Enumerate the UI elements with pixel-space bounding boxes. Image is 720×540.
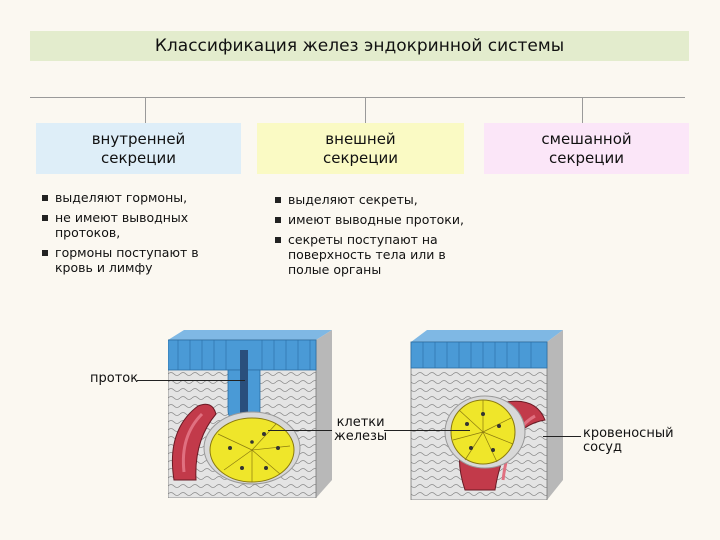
external-feature-list: выделяют секреты, имеют выводные протоки… xyxy=(273,192,473,282)
category-external-label: внешней секреции xyxy=(323,129,398,167)
gland-cells-pointer-left xyxy=(268,430,332,431)
connector-right xyxy=(582,97,583,123)
connector-horizontal xyxy=(30,97,685,98)
list-item: выделяют гормоны, xyxy=(40,190,235,205)
duct-label: проток xyxy=(90,371,139,386)
gland-cells-label: клетки железы xyxy=(334,415,388,444)
gland-cells-pointer-right xyxy=(384,430,470,431)
category-mixed-label: смешанной секреции xyxy=(541,129,632,167)
category-mixed: смешанной секреции xyxy=(484,123,689,174)
category-external: внешней секреции xyxy=(257,123,464,174)
diagram-title: Классификация желез эндокринной системы xyxy=(154,36,565,56)
endocrine-gland-illustration xyxy=(410,330,563,500)
list-item: не имеют выводных протоков, xyxy=(40,210,235,240)
list-item: выделяют секреты, xyxy=(273,192,473,207)
category-internal-label: внутренней секреции xyxy=(91,129,186,167)
category-internal: внутренней секреции xyxy=(36,123,241,174)
blood-vessel-label: кровеносный сосуд xyxy=(583,426,674,455)
blood-vessel-pointer xyxy=(543,436,581,437)
connector-left xyxy=(145,97,146,123)
internal-feature-list: выделяют гормоны, не имеют выводных прот… xyxy=(40,190,235,280)
list-item: секреты поступают на поверхность тела ил… xyxy=(273,232,473,277)
list-item: имеют выводные протоки, xyxy=(273,212,473,227)
exocrine-gland-illustration xyxy=(168,330,332,498)
title-bar: Классификация желез эндокринной системы xyxy=(30,31,689,61)
list-item: гормоны поступают в кровь и лимфу xyxy=(40,245,235,275)
connector-middle xyxy=(365,97,366,123)
duct-pointer xyxy=(137,380,245,381)
